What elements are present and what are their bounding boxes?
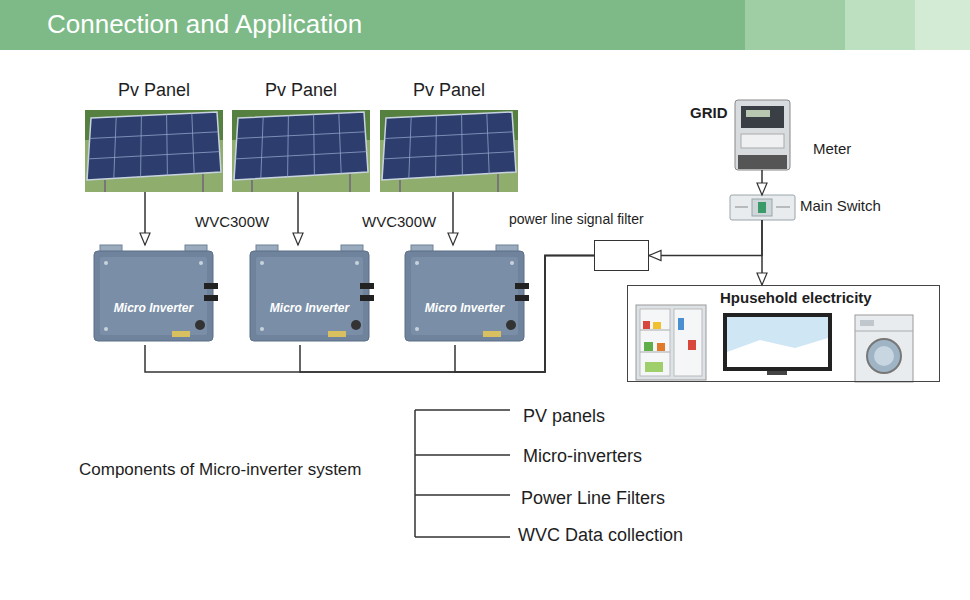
text-label: PV panels xyxy=(523,406,605,428)
fridge-picture xyxy=(636,305,706,380)
arrow-head xyxy=(293,233,303,245)
meter: GRIDMeter xyxy=(735,100,790,170)
node-text: Pv Panel xyxy=(212,80,390,102)
pv-panel-picture xyxy=(380,110,518,192)
inverter-picture xyxy=(94,245,218,341)
node-text: Micro Inverter xyxy=(248,301,371,315)
inverter-picture xyxy=(250,245,374,341)
band-block xyxy=(915,0,970,50)
meter-picture xyxy=(735,100,790,170)
connector xyxy=(293,192,303,245)
pv-panel: Pv Panel xyxy=(85,110,223,192)
arrow-head xyxy=(448,233,458,245)
connector xyxy=(145,256,594,373)
connector xyxy=(140,192,150,245)
arrow-head xyxy=(757,273,767,285)
arrow-head xyxy=(140,233,150,245)
arrow-head xyxy=(649,251,661,261)
pv-panel-picture xyxy=(85,110,223,192)
washer-picture xyxy=(855,315,913,382)
connector xyxy=(757,220,767,285)
node-text: Hpusehold electricity xyxy=(718,289,874,307)
band-block xyxy=(845,0,915,50)
band-block xyxy=(745,0,845,50)
filter-box: power line signal filter xyxy=(594,240,649,271)
node-text: Meter xyxy=(813,140,851,158)
micro-inverter: Micro Inverter xyxy=(92,245,215,345)
node-text: power line signal filter xyxy=(509,211,644,228)
pv-panel-picture xyxy=(232,110,370,192)
main-switch: Main Switch xyxy=(730,195,795,220)
inverter-picture xyxy=(405,245,529,341)
node-text: Main Switch xyxy=(800,197,881,215)
node-text: Micro Inverter xyxy=(92,301,215,315)
node-text: Pv Panel xyxy=(65,80,243,102)
connector xyxy=(649,220,762,261)
text-label: Micro-inverters xyxy=(523,446,642,468)
pv-panel: Pv Panel xyxy=(232,110,370,192)
connector-line xyxy=(649,220,762,256)
node-text: GRID xyxy=(690,104,728,122)
arrow-head xyxy=(757,183,767,195)
page-title: Connection and Application xyxy=(47,6,362,42)
node-text: Micro Inverter xyxy=(403,301,526,315)
pv-panel: Pv Panel xyxy=(380,110,518,192)
connector-line xyxy=(145,256,594,373)
text-label: WVC300W xyxy=(362,213,436,231)
household-box: Hpusehold electricity xyxy=(627,285,940,382)
tv-picture xyxy=(723,313,832,375)
text-label: Components of Micro-inverter system xyxy=(79,460,361,480)
tree-bracket xyxy=(415,410,510,537)
text-label: WVC Data collection xyxy=(518,525,683,547)
node-text: Pv Panel xyxy=(360,80,538,102)
switch-picture xyxy=(730,195,795,220)
micro-inverter: Micro Inverter xyxy=(403,245,526,345)
connector xyxy=(448,192,458,245)
connector xyxy=(757,170,767,195)
micro-inverter: Micro Inverter xyxy=(248,245,371,345)
text-label: WVC300W xyxy=(195,213,269,231)
title-band xyxy=(0,0,970,50)
text-label: Power Line Filters xyxy=(521,488,665,510)
